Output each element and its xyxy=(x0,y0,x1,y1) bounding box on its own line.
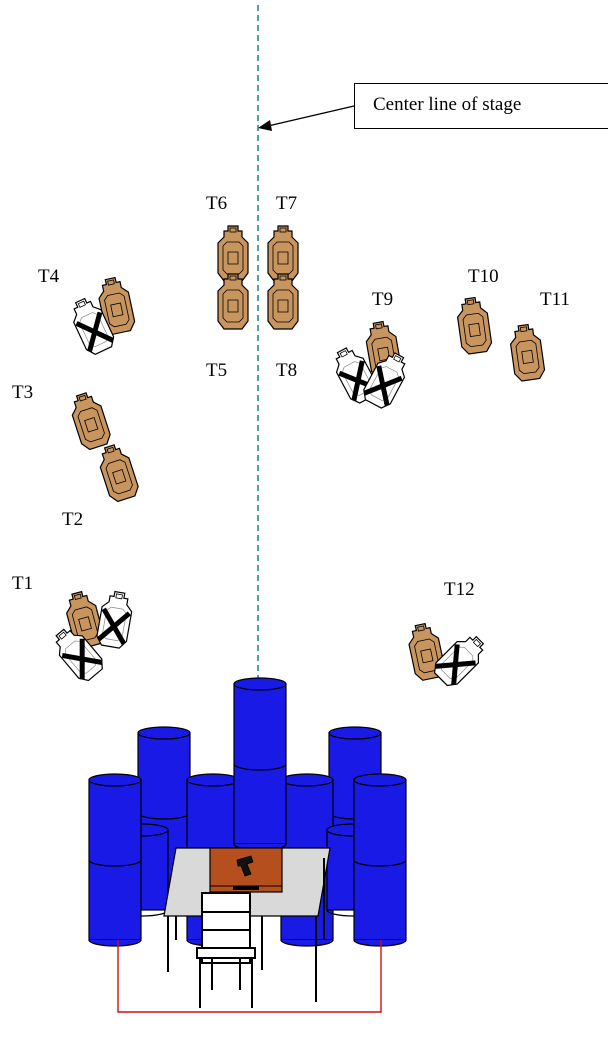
target-t2 xyxy=(94,441,142,504)
callout-arrow xyxy=(258,105,355,131)
label-t5: T5 xyxy=(206,360,227,381)
target-t11 xyxy=(507,322,547,383)
label-t2: T2 xyxy=(62,509,83,530)
label-t10: T10 xyxy=(468,266,499,287)
label-t3: T3 xyxy=(12,382,33,403)
label-t6: T6 xyxy=(206,193,227,214)
label-t7: T7 xyxy=(276,193,297,214)
label-t4: T4 xyxy=(38,266,60,287)
callout-text: Center line of stage xyxy=(373,94,522,115)
pistol-icon xyxy=(236,855,254,877)
label-t1: T1 xyxy=(12,573,33,594)
target-t3 xyxy=(66,389,114,452)
target-t6 xyxy=(217,225,249,282)
target-t1 xyxy=(49,589,135,684)
label-t8: T8 xyxy=(276,360,297,381)
label-t11: T11 xyxy=(540,289,570,310)
target-t8 xyxy=(267,273,299,330)
target-t7 xyxy=(267,225,299,282)
target-t12 xyxy=(404,620,491,689)
fault-line xyxy=(117,940,382,1013)
centerline-callout: Center line of stage xyxy=(354,83,608,129)
chair-icon xyxy=(196,892,256,1008)
target-t10 xyxy=(454,295,494,356)
target-t9 xyxy=(329,319,413,411)
label-t9: T9 xyxy=(372,289,393,310)
target-t4 xyxy=(67,274,137,356)
target-t5 xyxy=(217,273,249,330)
label-t12: T12 xyxy=(444,579,475,600)
